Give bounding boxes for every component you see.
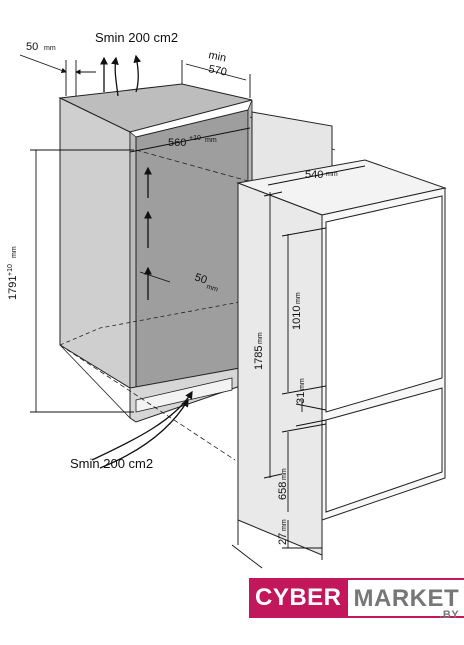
- niche-width-value: 560: [168, 137, 186, 149]
- dimension-lines: [19, 54, 366, 569]
- gap-top-value: 50: [26, 41, 38, 53]
- lower-door-value: 658: [277, 482, 289, 500]
- lower-door-unit: mm: [281, 468, 288, 480]
- bottom-gap-value: 27: [277, 533, 289, 545]
- dimension-labels: Smin 200 cm2 50 mm min 570 560 +10 mm 54…: [7, 30, 338, 545]
- logo-cyber: CYBER: [249, 578, 348, 618]
- appliance-height-value: 1785: [253, 346, 265, 370]
- mid-gap-value: 31: [295, 392, 307, 404]
- niche-height-unit: mm: [11, 246, 18, 258]
- cabinet-niche: [58, 83, 336, 461]
- cabinet-back-wall: [135, 109, 249, 389]
- appliance-width-value: 540: [305, 169, 323, 181]
- appliance-width-unit: mm: [326, 171, 338, 178]
- cabinet-left-side: [59, 97, 131, 389]
- upper-door-value: 1010: [291, 306, 303, 330]
- airflow-arrows: [91, 54, 193, 469]
- lower-door: [325, 387, 443, 513]
- niche-height-tol: +10: [7, 264, 14, 276]
- niche-height-value: 1791: [7, 276, 19, 300]
- rear-gap-value: 50: [193, 271, 208, 286]
- plinth-vent-opening: [135, 377, 233, 413]
- upper-door: [325, 195, 443, 413]
- gap-top-unit: mm: [44, 45, 56, 52]
- depth-min-word: min: [207, 49, 227, 64]
- bottom-gap-unit: mm: [281, 519, 288, 531]
- logo-tld: .BY: [439, 609, 460, 621]
- upper-door-unit: mm: [295, 292, 302, 304]
- appliance-height-unit: mm: [257, 332, 264, 344]
- cybermarket-logo: CYBER MARKET .BY: [249, 578, 464, 621]
- vent-bottom-label: Smin 200 cm2: [70, 456, 153, 471]
- niche-width-tol: +10: [189, 135, 201, 142]
- mid-gap-unit: mm: [299, 378, 306, 390]
- refrigerator: [236, 159, 447, 560]
- niche-width-unit: mm: [205, 137, 217, 144]
- depth-min-value: 570: [207, 63, 227, 79]
- logo-market: MARKET .BY: [347, 578, 464, 621]
- rear-gap-unit: mm: [205, 283, 218, 293]
- vent-top-label: Smin 200 cm2: [95, 30, 178, 45]
- logo-market-text: MARKET: [353, 585, 460, 612]
